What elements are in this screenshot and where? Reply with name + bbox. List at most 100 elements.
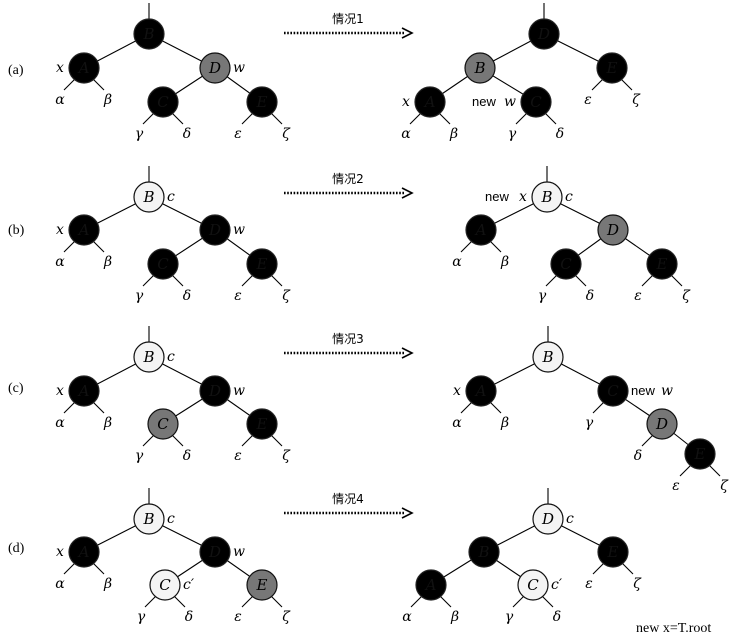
row1-after-leaf-edge xyxy=(670,274,683,287)
row0-before-node-label: B xyxy=(142,25,154,43)
row0-after-leaf-edge xyxy=(620,78,633,91)
row0-before-node-e xyxy=(246,86,278,118)
row1-before-x-label: x xyxy=(56,222,64,238)
row1-after-subtree-label: β xyxy=(500,254,509,270)
row-label-1: (b) xyxy=(8,223,25,238)
row3-after-subtree-label: δ xyxy=(553,609,561,625)
row-label-3: (d) xyxy=(8,541,25,556)
row2-after-new-label: new xyxy=(631,383,655,398)
row2-after-leaf-edge xyxy=(592,401,605,414)
row1-before-note-d: w xyxy=(233,222,245,238)
row3-after-node-a xyxy=(415,569,447,601)
row3-before-leaf-edge xyxy=(241,595,254,608)
row0-after-node-label: D xyxy=(537,25,550,43)
row0-after-node-e xyxy=(596,52,628,84)
row3-after-node-label: D xyxy=(541,510,554,528)
row3-after-note-d: c xyxy=(566,511,574,527)
row2-after-node-label: E xyxy=(694,445,706,463)
row1-after-node-label: D xyxy=(606,221,619,239)
row3-after-node-b xyxy=(468,536,500,568)
row3-after-subtree-label: α xyxy=(402,609,412,625)
row3-before-leaf-edge xyxy=(144,595,157,608)
row3-after-leaf-edge xyxy=(621,562,634,575)
row0-before-node-label: C xyxy=(157,93,169,111)
row2-before-node-label: E xyxy=(256,415,268,433)
row1-after-leaf-edge xyxy=(489,240,502,253)
row0-after-subtree-label: ε xyxy=(584,92,592,108)
row2-before-note-b: c xyxy=(167,349,175,365)
row1-after-node-label: B xyxy=(540,188,552,206)
row1-before-leaf-edge xyxy=(241,274,254,287)
row3-after-node-label: B xyxy=(477,543,489,561)
row2-before-node-e xyxy=(246,408,278,440)
row3-after-subtree-label: β xyxy=(450,609,459,625)
row2-before-leaf-edge xyxy=(270,434,283,447)
row2-before-node-label: A xyxy=(77,382,90,400)
row2-before-subtree-label: β xyxy=(103,415,112,431)
row3-after-node-d xyxy=(532,503,564,535)
row0-before-node-a xyxy=(68,52,100,84)
row0-after-node-label: C xyxy=(530,93,542,111)
row1-after-node-label: C xyxy=(560,255,572,273)
row3-after-subtree-label: ε xyxy=(585,576,593,592)
row0-after-subtree-label: ζ xyxy=(632,92,641,108)
row0-before-leaf-edge xyxy=(92,78,105,91)
row2-after-leaf-edge xyxy=(489,401,502,414)
row2-before-subtree-label: ζ xyxy=(282,448,291,464)
row3-before-note-d: w xyxy=(233,544,245,560)
row2-after-leaf-edge xyxy=(460,401,473,414)
row1-before-node-a xyxy=(68,214,100,246)
arrow-head-2 xyxy=(401,347,414,359)
row2-before-leaf-edge xyxy=(171,434,184,447)
row0-after-subtree-label: α xyxy=(401,126,411,142)
row3-before-node-label: C xyxy=(159,576,171,594)
row2-after-node-label: B xyxy=(541,348,553,366)
row0-before-node-label: D xyxy=(208,59,221,77)
row3-after-leaf-edge xyxy=(439,595,452,608)
row3-after-leaf-edge xyxy=(592,562,605,575)
row3-before-note-b: c xyxy=(167,511,175,527)
row0-after-subtree-label: β xyxy=(449,126,458,142)
row3-before-node-label: E xyxy=(256,576,268,594)
row1-after-node-e xyxy=(646,248,678,280)
row0-before-subtree-label: β xyxy=(103,92,112,108)
row3-before-node-e xyxy=(246,569,278,601)
row0-after-new-label: new xyxy=(472,94,496,109)
row1-before-subtree-label: ζ xyxy=(282,288,291,304)
row1-before-node-label: E xyxy=(256,255,268,273)
row2-before-node-label: D xyxy=(208,382,221,400)
row3-before-subtree-label: ζ xyxy=(282,609,291,625)
row0-after-w-label: w xyxy=(504,94,516,110)
row1-before-subtree-label: ε xyxy=(234,288,242,304)
row3-after-leaf-edge xyxy=(410,595,423,608)
row1-after-node-c xyxy=(550,248,582,280)
row0-before-subtree-label: δ xyxy=(183,126,191,142)
row2-before-leaf-edge xyxy=(241,434,254,447)
row3-after-note-c: c′ xyxy=(551,577,563,593)
row2-before-subtree-label: α xyxy=(55,415,65,431)
row1-after-leaf-edge xyxy=(574,274,587,287)
row0-before-leaf-edge xyxy=(241,112,254,125)
row0-after-leaf-edge xyxy=(438,112,451,125)
row2-after-node-b xyxy=(532,341,564,373)
row3-before-node-label: A xyxy=(77,543,90,561)
row0-before-subtree-label: α xyxy=(55,92,65,108)
row3-before-node-b xyxy=(133,503,165,535)
row2-before-subtree-label: γ xyxy=(135,448,144,464)
row2-after-node-d xyxy=(646,408,678,440)
row2-before-leaf-edge xyxy=(142,434,155,447)
row1-after-x-label: x xyxy=(519,189,527,205)
row0-after-node-a xyxy=(414,86,446,118)
row1-before-node-label: C xyxy=(157,255,169,273)
row3-after-leaf-edge xyxy=(512,595,525,608)
row2-after-subtree-label: δ xyxy=(634,448,642,464)
row2-before-node-b xyxy=(133,341,165,373)
row2-before-x-label: x xyxy=(56,383,64,399)
row2-after-node-c xyxy=(597,375,629,407)
row3-before-node-label: D xyxy=(208,543,221,561)
row2-before-node-a xyxy=(68,375,100,407)
row0-after-node-b xyxy=(464,52,496,84)
row1-before-leaf-edge xyxy=(142,274,155,287)
row2-after-leaf-edge xyxy=(708,464,721,477)
